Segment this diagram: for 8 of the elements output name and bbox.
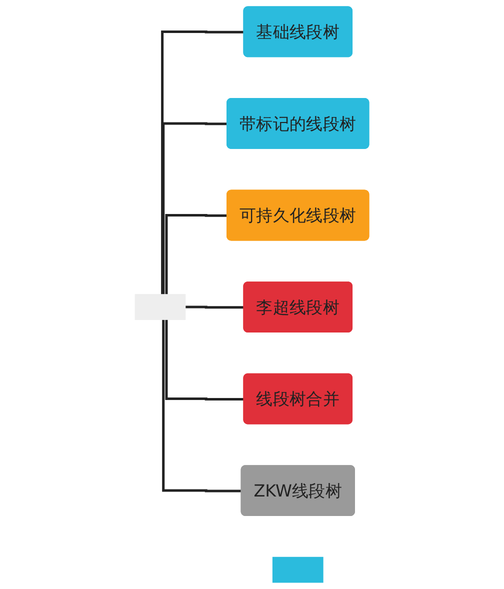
connector [162,320,242,492]
connector [165,320,244,400]
connector [165,214,228,294]
node-box [272,556,324,583]
connector [184,306,244,309]
connector [162,122,228,294]
connector [161,30,244,294]
node-box [134,294,186,320]
